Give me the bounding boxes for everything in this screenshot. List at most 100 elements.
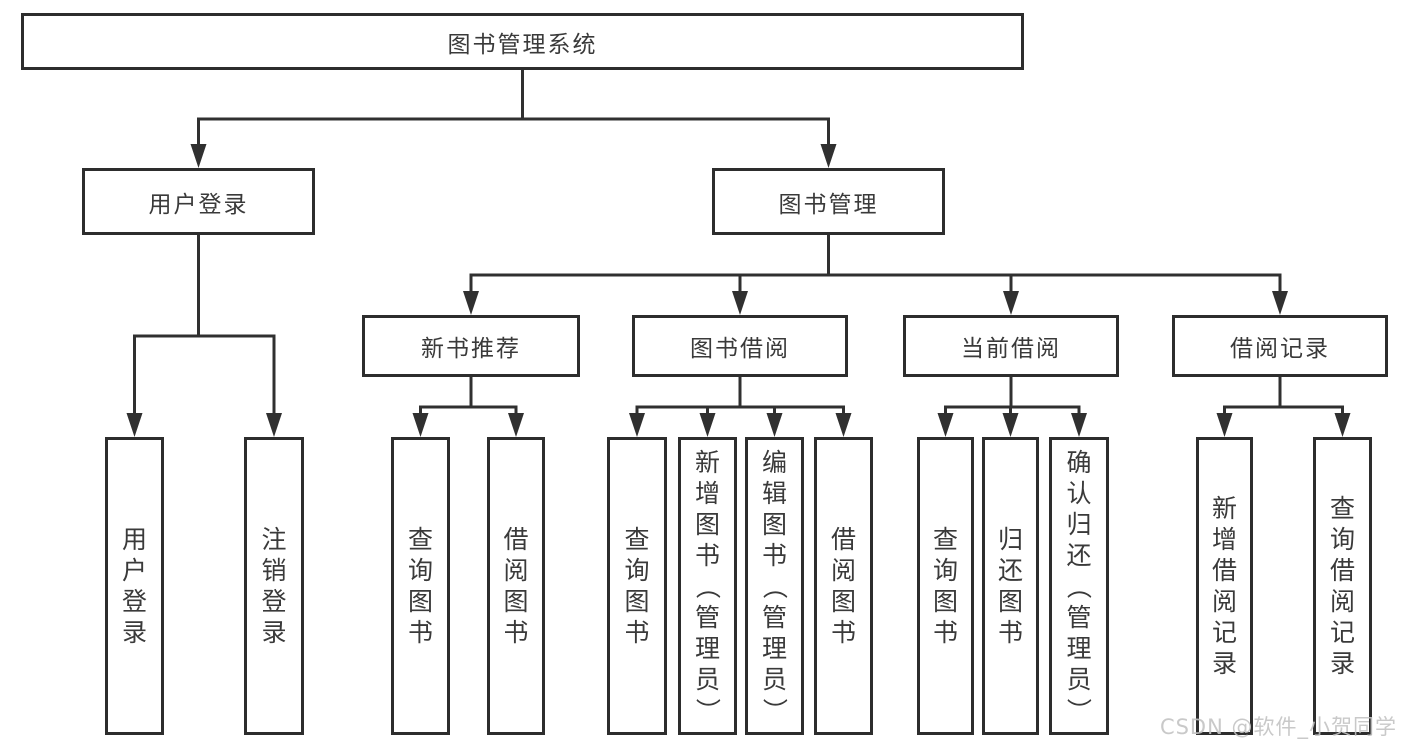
vertical-char: 录	[1211, 649, 1237, 678]
arrowhead	[766, 413, 783, 437]
node-label: 用户登录	[108, 440, 161, 732]
node-label: 图书管理	[778, 191, 879, 218]
arrowhead	[820, 144, 837, 168]
node-book-mgmt: 图书管理	[712, 168, 945, 235]
vertical-char: 员	[1066, 664, 1092, 694]
node-label: 查询图书	[920, 440, 971, 732]
vertical-char: 管	[1066, 602, 1092, 632]
arrowhead	[266, 413, 282, 437]
node-recommend-query-book: 查询图书	[391, 437, 450, 735]
vertical-char: 书	[694, 540, 720, 570]
vertical-char: 书	[932, 618, 958, 647]
arrowhead	[1334, 413, 1351, 437]
arrowhead	[463, 291, 479, 315]
vertical-char: 借	[830, 525, 856, 554]
csdn-watermark: CSDN @软件_小贺同学	[1159, 715, 1397, 739]
vertical-char: 图	[761, 509, 787, 539]
arrowhead	[1216, 413, 1233, 437]
arrowhead	[937, 413, 954, 437]
node-label: 查询图书	[394, 440, 447, 732]
vertical-char: 借	[1329, 556, 1355, 585]
vertical-char: 理	[694, 633, 720, 663]
vertical-char: 理	[761, 633, 787, 663]
arrowhead	[412, 413, 429, 437]
vertical-char: 员	[761, 664, 787, 694]
arrowhead	[190, 144, 207, 168]
vertical-char: 查	[932, 525, 958, 554]
vertical-char: 书	[830, 618, 856, 647]
vertical-char: 查	[624, 525, 650, 554]
node-label: 当前借阅	[961, 336, 1061, 362]
vertical-char: （	[759, 573, 789, 599]
vertical-char: 阅	[1329, 587, 1355, 616]
vertical-char: ）	[692, 697, 722, 723]
vertical-char: 确	[1066, 447, 1092, 477]
vertical-char: 用	[121, 525, 147, 554]
node-current-borrow: 当前借阅	[903, 315, 1119, 377]
node-label: 查询借阅记录	[1316, 440, 1369, 732]
vertical-char: 书	[624, 618, 650, 647]
vertical-char: （	[692, 573, 722, 599]
vertical-char: 阅	[830, 556, 856, 585]
vertical-char: 图	[624, 587, 650, 616]
vertical-char: 登	[261, 587, 287, 616]
arrowhead	[1003, 291, 1019, 315]
node-label: 注销登录	[247, 440, 301, 732]
node-current-return-book: 归还图书	[982, 437, 1039, 735]
node-login-action: 用户登录	[105, 437, 164, 735]
vertical-char: 询	[407, 556, 433, 585]
arrowhead	[732, 291, 748, 315]
node-label: 新增借阅记录	[1199, 440, 1250, 732]
arrowhead	[1071, 413, 1087, 437]
vertical-char: 询	[624, 556, 650, 585]
vertical-char: 图	[694, 509, 720, 539]
vertical-char: 查	[407, 525, 433, 554]
node-current-query-book: 查询图书	[917, 437, 974, 735]
arrowhead	[1002, 413, 1019, 437]
vertical-char: 图	[407, 587, 433, 616]
vertical-char: 归	[997, 525, 1023, 554]
vertical-char: 书	[997, 618, 1023, 647]
vertical-char: 记	[1329, 618, 1355, 647]
vertical-char: 还	[1066, 540, 1092, 570]
vertical-char: 图	[932, 587, 958, 616]
node-label: 新增图书（管理员）	[681, 440, 734, 732]
node-borrow-records: 借阅记录	[1172, 315, 1388, 377]
node-label: 编辑图书（管理员）	[748, 440, 801, 732]
node-label: 图书管理系统	[447, 31, 598, 58]
vertical-char: 编	[761, 447, 787, 477]
node-current-confirm-return-admin: 确认归还（管理员）	[1049, 437, 1109, 735]
vertical-char: 登	[121, 587, 147, 616]
node-label: 借阅图书	[490, 440, 542, 732]
node-user-login: 用户登录	[82, 168, 315, 235]
vertical-char: 询	[932, 556, 958, 585]
vertical-char: 管	[761, 602, 787, 632]
node-borrow-query-book: 查询图书	[607, 437, 667, 735]
vertical-char: 图	[503, 587, 529, 616]
vertical-char: 借	[503, 525, 529, 554]
vertical-char: 增	[1211, 525, 1237, 554]
node-records-add-borrow: 新增借阅记录	[1196, 437, 1253, 735]
vertical-char: 图	[830, 587, 856, 616]
arrowhead	[126, 413, 143, 437]
node-label: 用户登录	[148, 191, 249, 218]
vertical-char: 书	[407, 618, 433, 647]
vertical-char: 员	[694, 664, 720, 694]
vertical-char: 管	[694, 602, 720, 632]
node-records-query-borrow: 查询借阅记录	[1313, 437, 1372, 735]
vertical-char: 新	[694, 447, 720, 477]
vertical-char: 询	[1329, 525, 1355, 554]
vertical-char: 销	[261, 556, 287, 585]
vertical-char: ）	[1064, 697, 1094, 723]
node-new-book-recommend: 新书推荐	[362, 315, 580, 377]
vertical-char: 注	[261, 525, 287, 554]
arrowhead	[508, 413, 524, 437]
vertical-char: 录	[1329, 649, 1355, 678]
vertical-char: 书	[761, 540, 787, 570]
vertical-char: 归	[1066, 509, 1092, 539]
node-label: 图书借阅	[690, 336, 790, 362]
vertical-char: 还	[997, 556, 1023, 585]
arrowhead	[1272, 291, 1288, 315]
